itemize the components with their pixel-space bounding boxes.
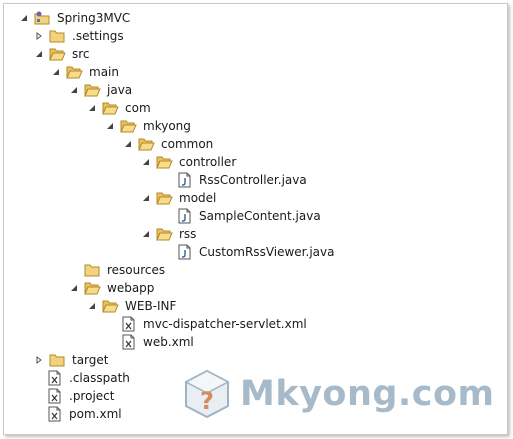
- tree-item-common[interactable]: common: [122, 135, 213, 153]
- tree-item-label: web.xml: [143, 335, 194, 349]
- tree-item-label: target: [72, 353, 109, 367]
- tree-item-spring3mvc[interactable]: Spring3MVC: [18, 9, 130, 27]
- java-file-icon: [176, 208, 193, 224]
- tree-item-label: controller: [179, 155, 237, 169]
- folder-open-icon: [156, 190, 173, 206]
- java-file-icon: [176, 244, 193, 260]
- watermark-text: Mkyong.com: [240, 374, 495, 414]
- folder-open-icon: [66, 64, 83, 80]
- svg-text:?: ?: [200, 387, 214, 415]
- tree-item-mvc-dispatcher-servlet-xml[interactable]: mvc-dispatcher-servlet.xml: [120, 315, 307, 333]
- tree-item-label: .classpath: [69, 371, 130, 385]
- tree-item-label: resources: [107, 263, 166, 277]
- folder-open-icon: [156, 226, 173, 242]
- twisty-expanded-icon[interactable]: [122, 135, 134, 153]
- twisty-expanded-icon[interactable]: [86, 99, 98, 117]
- project-icon: [34, 10, 51, 26]
- tree-item-label: RssController.java: [199, 173, 307, 187]
- folder-icon: [84, 262, 101, 278]
- tree-item-com[interactable]: com: [86, 99, 151, 117]
- question-cube-icon: ?: [184, 369, 230, 419]
- twisty-collapsed-icon[interactable]: [33, 27, 45, 45]
- tree-item-java[interactable]: java: [68, 81, 132, 99]
- xml-file-icon: [46, 388, 63, 404]
- tree-item-label: Spring3MVC: [57, 11, 131, 25]
- project-explorer-panel: Spring3MVC .settings src main java com m…: [3, 3, 508, 435]
- tree-item-resources[interactable]: resources: [84, 261, 165, 279]
- tree-item-label: webapp: [107, 281, 155, 295]
- tree-item-rss[interactable]: rss: [140, 225, 196, 243]
- twisty-expanded-icon[interactable]: [68, 279, 80, 297]
- folder-open-icon: [49, 46, 66, 62]
- tree-item-label: mkyong: [143, 119, 191, 133]
- tree-item-src[interactable]: src: [33, 45, 90, 63]
- folder-open-icon: [102, 298, 119, 314]
- tree-item-label: common: [161, 137, 214, 151]
- tree-item-samplecontent-java[interactable]: SampleContent.java: [176, 207, 321, 225]
- twisty-expanded-icon[interactable]: [68, 81, 80, 99]
- tree-item-label: WEB-INF: [125, 299, 177, 313]
- tree-item-label: src: [72, 47, 90, 61]
- tree-item-settings[interactable]: .settings: [33, 27, 124, 45]
- tree-item-rsscontroller-java[interactable]: RssController.java: [176, 171, 307, 189]
- java-file-icon: [176, 172, 193, 188]
- xml-file-icon: [46, 406, 63, 422]
- folder-open-icon: [84, 82, 101, 98]
- tree-item-controller[interactable]: controller: [140, 153, 236, 171]
- tree-item-label: SampleContent.java: [199, 209, 321, 223]
- twisty-expanded-icon[interactable]: [104, 117, 116, 135]
- xml-file-icon: [120, 316, 137, 332]
- xml-file-icon: [120, 334, 137, 350]
- twisty-expanded-icon[interactable]: [33, 45, 45, 63]
- folder-open-icon: [120, 118, 137, 134]
- tree-item-label: com: [125, 101, 151, 115]
- tree-item-label: CustomRssViewer.java: [199, 245, 335, 259]
- tree-item-label: mvc-dispatcher-servlet.xml: [143, 317, 307, 331]
- folder-open-icon: [102, 100, 119, 116]
- folder-open-icon: [156, 154, 173, 170]
- tree-item-project[interactable]: .project: [46, 387, 114, 405]
- tree-item-webapp[interactable]: webapp: [68, 279, 154, 297]
- tree-item-label: java: [107, 83, 133, 97]
- tree-item-pom-xml[interactable]: pom.xml: [46, 405, 122, 423]
- tree-item-model[interactable]: model: [140, 189, 216, 207]
- tree-item-label: model: [179, 191, 217, 205]
- twisty-expanded-icon[interactable]: [140, 225, 152, 243]
- folder-icon: [49, 352, 66, 368]
- tree-item-classpath[interactable]: .classpath: [46, 369, 130, 387]
- tree-item-web-xml[interactable]: web.xml: [120, 333, 194, 351]
- tree-item-label: .settings: [72, 29, 124, 43]
- folder-open-icon: [138, 136, 155, 152]
- tree-item-customrssviewer-java[interactable]: CustomRssViewer.java: [176, 243, 334, 261]
- tree-item-label: rss: [179, 227, 197, 241]
- folder-open-icon: [84, 280, 101, 296]
- twisty-collapsed-icon[interactable]: [33, 351, 45, 369]
- tree-item-target[interactable]: target: [33, 351, 109, 369]
- twisty-expanded-icon[interactable]: [18, 9, 30, 27]
- twisty-expanded-icon[interactable]: [50, 63, 62, 81]
- twisty-expanded-icon[interactable]: [140, 153, 152, 171]
- tree-item-main[interactable]: main: [50, 63, 119, 81]
- tree-item-label: pom.xml: [69, 407, 122, 421]
- watermark: ? Mkyong.com: [184, 369, 495, 419]
- tree-item-web-inf[interactable]: WEB-INF: [86, 297, 176, 315]
- twisty-expanded-icon[interactable]: [86, 297, 98, 315]
- tree-item-mkyong[interactable]: mkyong: [104, 117, 191, 135]
- xml-file-icon: [46, 370, 63, 386]
- tree-item-label: main: [89, 65, 119, 79]
- tree-item-label: .project: [69, 389, 115, 403]
- twisty-expanded-icon[interactable]: [140, 189, 152, 207]
- folder-icon: [49, 28, 66, 44]
